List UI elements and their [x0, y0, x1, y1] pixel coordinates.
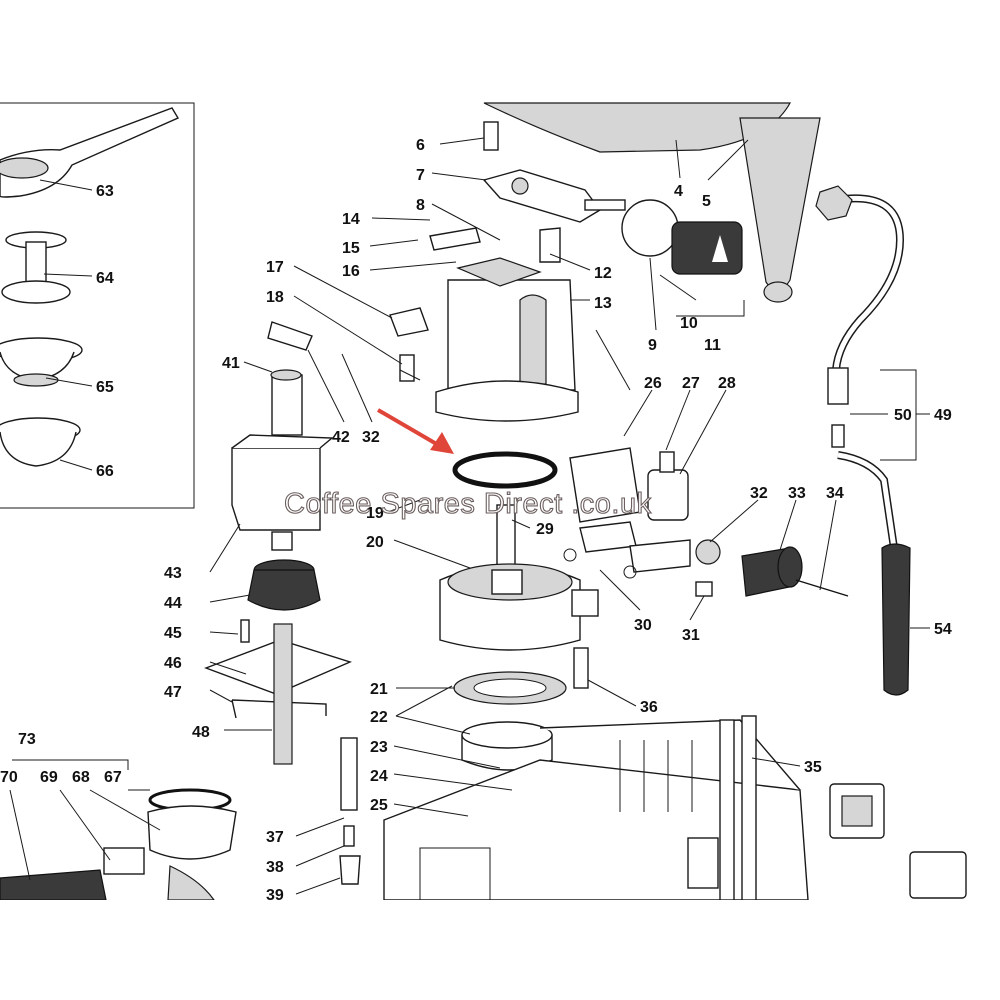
frame-drawing — [383, 715, 809, 901]
part-label-32a: 32 — [362, 429, 380, 446]
top-cover-drawing — [483, 102, 821, 303]
part-label-32b: 32 — [750, 485, 768, 502]
part-label-37: 37 — [266, 829, 284, 846]
part-label-33: 33 — [788, 485, 806, 502]
switch-drawing — [829, 783, 967, 899]
part-label-41: 41 — [222, 355, 240, 372]
part-label-9: 9 — [648, 337, 657, 354]
accessories-inset — [0, 102, 195, 509]
part-label-6: 6 — [416, 137, 425, 154]
basket-double-drawing — [0, 417, 81, 467]
part-label-16: 16 — [342, 263, 360, 280]
part-label-28: 28 — [718, 375, 736, 392]
part-label-29: 29 — [536, 521, 554, 538]
part-label-21: 21 — [370, 681, 388, 698]
part-label-36: 36 — [640, 699, 658, 716]
filter-drawing — [695, 539, 849, 597]
part-label-31: 31 — [682, 627, 700, 644]
leader-lines — [9, 137, 930, 895]
steam-pipe-drawing — [815, 185, 911, 696]
part-label-22: 22 — [370, 709, 388, 726]
part-label-23: 23 — [370, 739, 388, 756]
part-label-65: 65 — [96, 379, 114, 396]
part-label-4: 4 — [674, 183, 683, 200]
part-label-25: 25 — [370, 797, 388, 814]
part-label-30: 30 — [634, 617, 652, 634]
part-label-18: 18 — [266, 289, 284, 306]
part-label-73: 73 — [18, 731, 36, 748]
part-label-5: 5 — [702, 193, 711, 210]
part-label-43: 43 — [164, 565, 182, 582]
portafilter-drawing — [0, 788, 237, 901]
part-label-14: 14 — [342, 211, 360, 228]
part-label-19: 19 — [366, 505, 384, 522]
part-label-39: 39 — [266, 887, 284, 904]
boiler-drawing — [389, 227, 579, 422]
part-label-69: 69 — [40, 769, 58, 786]
part-label-13: 13 — [594, 295, 612, 312]
part-label-63: 63 — [96, 183, 114, 200]
part-label-7: 7 — [416, 167, 425, 184]
part-label-47: 47 — [164, 684, 182, 701]
part-label-44: 44 — [164, 595, 182, 612]
solenoid-drawing — [563, 447, 713, 597]
part-label-26: 26 — [644, 375, 662, 392]
part-label-38: 38 — [266, 859, 284, 876]
part-labels: 63 64 65 66 6 7 8 14 15 16 17 18 4 5 12 … — [0, 137, 952, 904]
part-label-45: 45 — [164, 625, 182, 642]
part-label-64: 64 — [96, 270, 114, 287]
valve-assembly-drawing — [482, 121, 743, 275]
part-label-20: 20 — [366, 534, 384, 551]
boiler-gasket-19 — [452, 451, 558, 489]
basket-single-drawing — [0, 337, 83, 387]
part-label-50: 50 — [894, 407, 912, 424]
part-label-8: 8 — [416, 197, 425, 214]
bottom-margin — [0, 900, 1000, 1000]
part-label-67: 67 — [104, 769, 122, 786]
watermark-text: Coffee Spares Direct .co.uk — [284, 488, 652, 520]
pump-drawing — [204, 321, 353, 765]
part-label-35: 35 — [804, 759, 822, 776]
part-label-46: 46 — [164, 655, 182, 672]
part-label-34: 34 — [826, 485, 844, 502]
part-label-27: 27 — [682, 375, 700, 392]
part-label-48: 48 — [192, 724, 210, 741]
part-label-54: 54 — [934, 621, 952, 638]
part-label-42: 42 — [332, 429, 350, 446]
part-label-68: 68 — [72, 769, 90, 786]
highlight-arrow — [376, 408, 454, 454]
tube-37-drawing — [339, 737, 361, 885]
part-label-11: 11 — [704, 337, 721, 354]
part-label-49: 49 — [934, 407, 952, 424]
part-label-10: 10 — [680, 315, 698, 332]
part-label-17: 17 — [266, 259, 284, 276]
tamper-drawing — [1, 231, 71, 304]
part-label-12: 12 — [594, 265, 612, 282]
part-label-66: 66 — [96, 463, 114, 480]
part-label-24: 24 — [370, 768, 388, 785]
part-label-70: 70 — [0, 769, 18, 786]
measuring-spoon-drawing — [0, 107, 180, 198]
part-label-15: 15 — [342, 240, 360, 257]
